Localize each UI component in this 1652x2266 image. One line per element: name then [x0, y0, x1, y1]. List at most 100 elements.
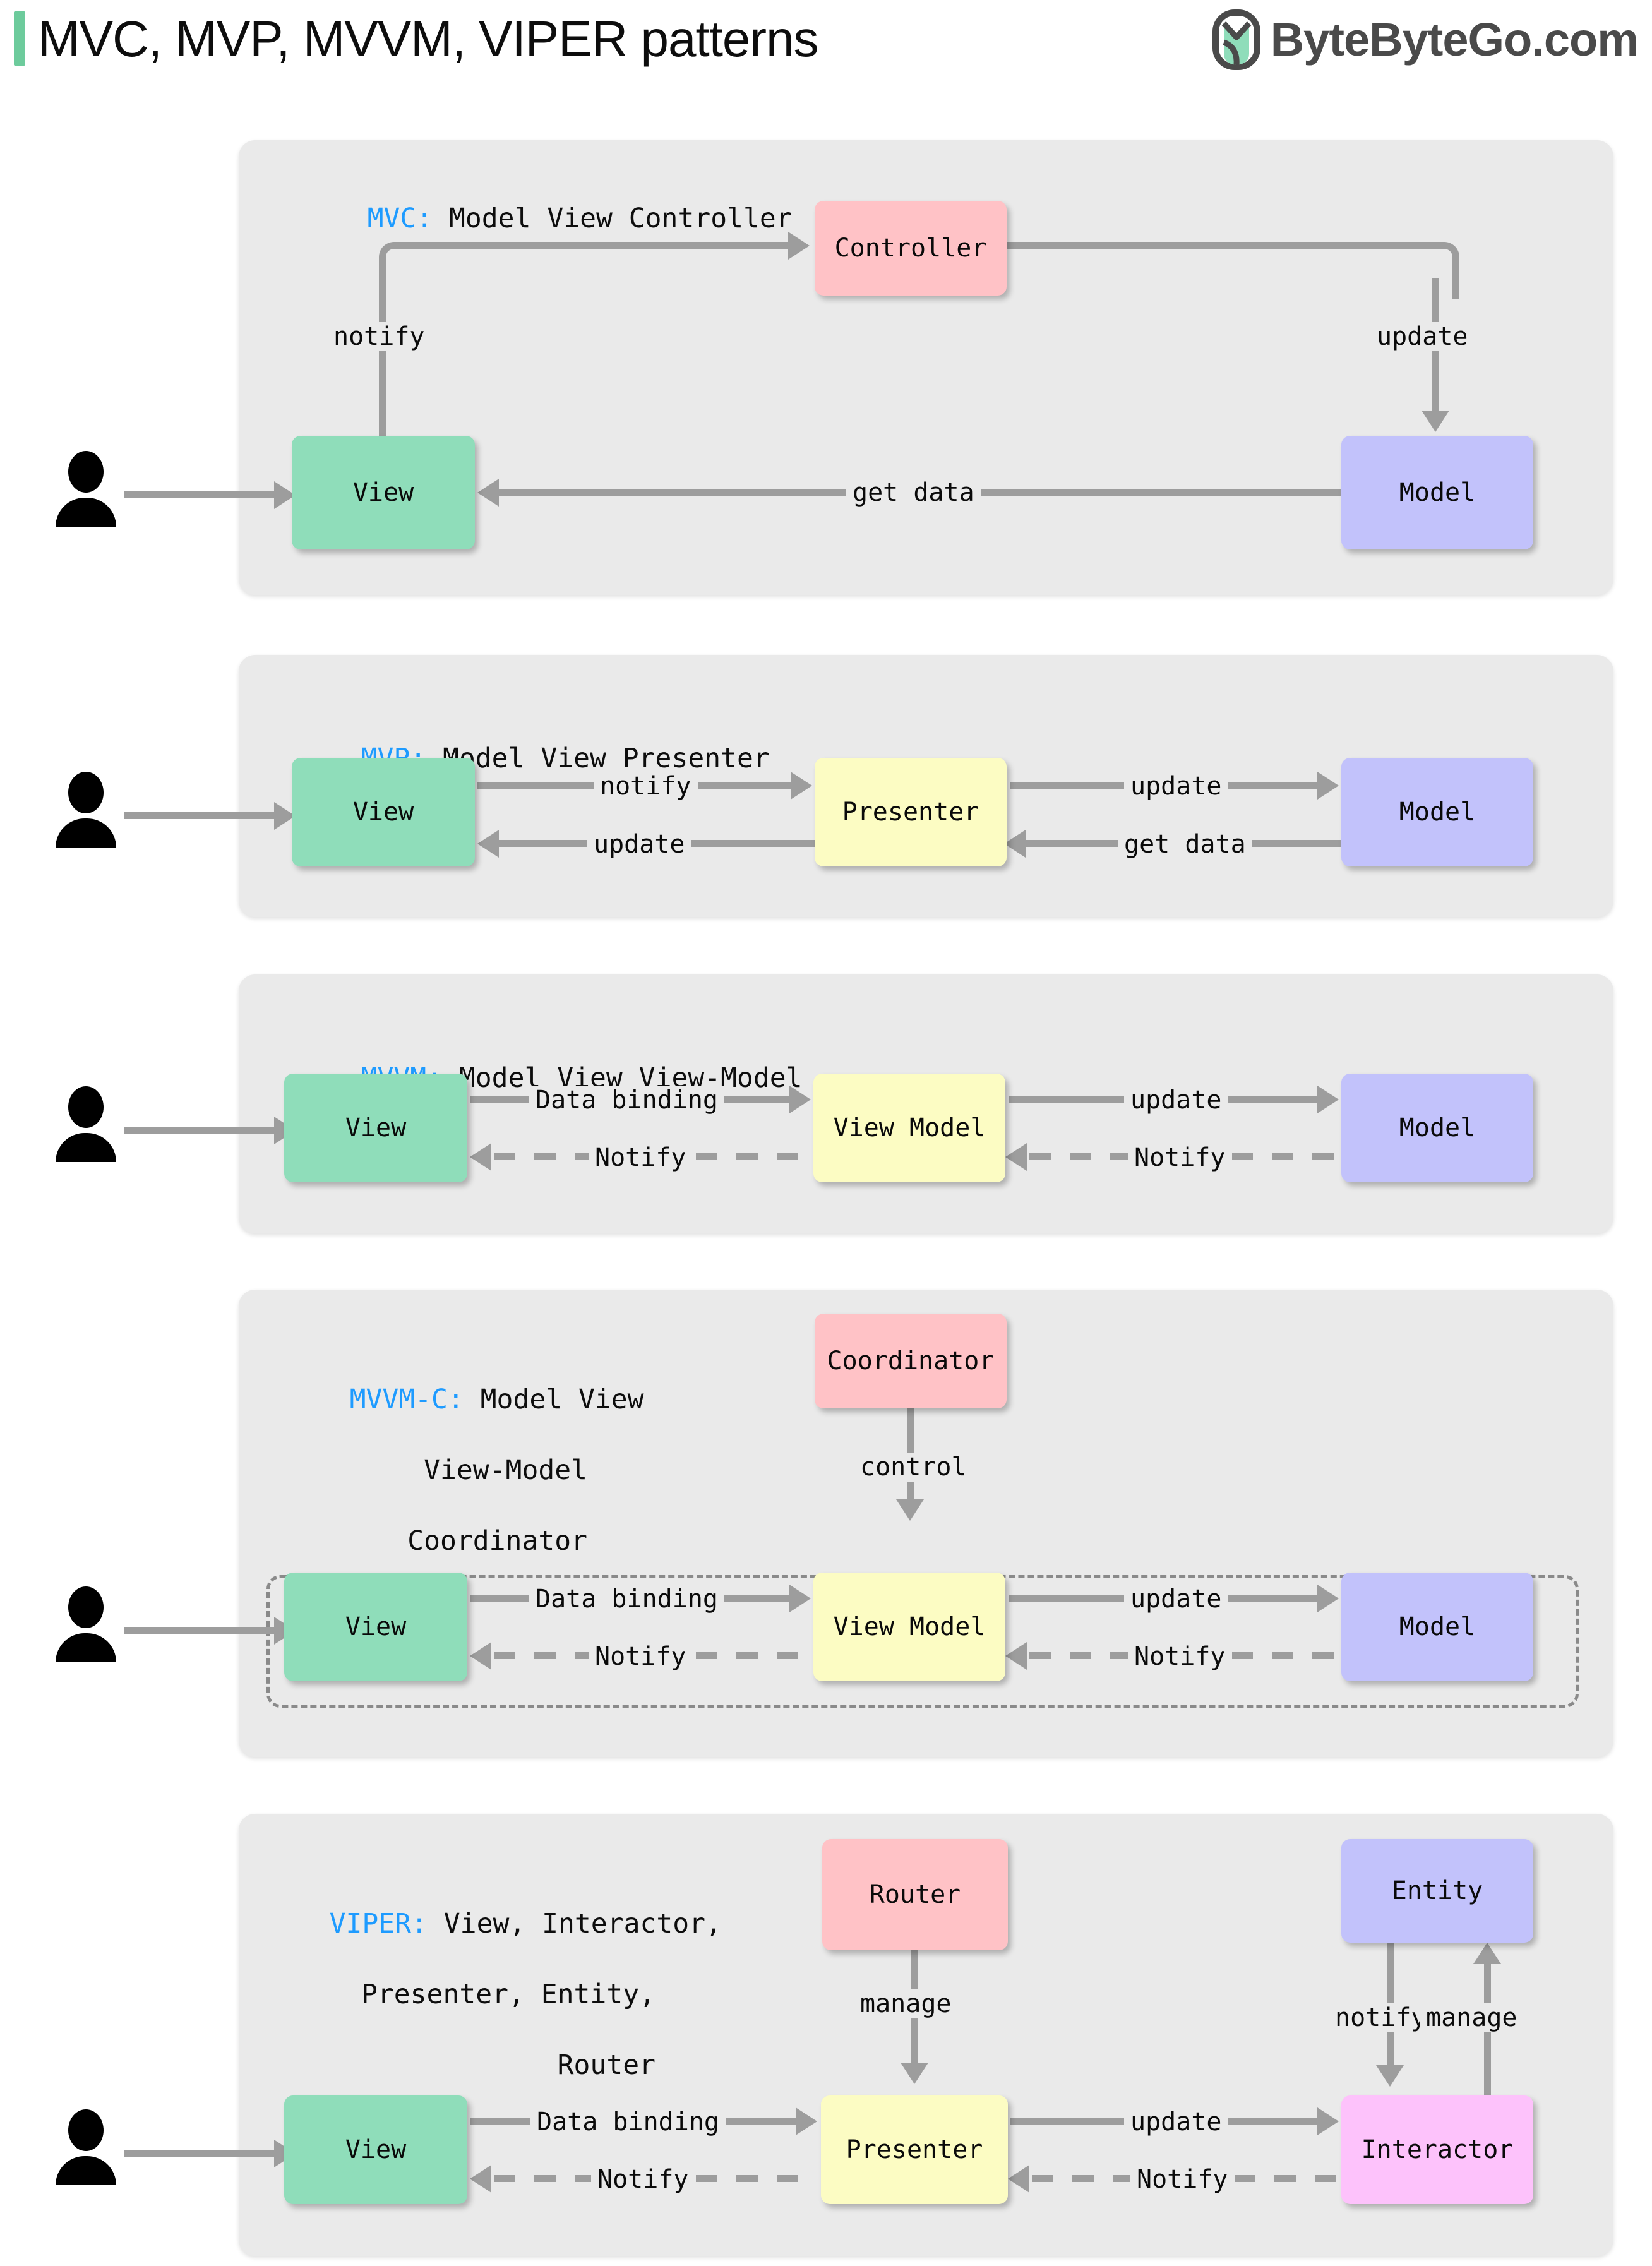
edge-label-update-back-mvp: update [587, 830, 691, 859]
getdata-arrowhead-mvc [477, 479, 499, 507]
update-back-arrowhead-mvp [477, 830, 499, 858]
node-label: Entity [1391, 1876, 1483, 1905]
manage-arrowhead-interactor-viper [1473, 1943, 1501, 1964]
node-presenter-mvp[interactable]: Presenter [815, 758, 1007, 866]
edge-label-notify-mvp: notify [594, 772, 698, 801]
node-viewmodel-mvvm[interactable]: View Model [813, 1074, 1005, 1182]
node-viewmodel-mvvmc[interactable]: View Model [813, 1573, 1005, 1681]
notify-arrowhead-1-viper [470, 2165, 491, 2193]
manage-arrowhead-router-viper [901, 2063, 928, 2084]
edge-label-notify-2-viper: Notify [1130, 2165, 1235, 2194]
node-model-mvvm[interactable]: Model [1341, 1074, 1533, 1182]
databinding-arrowhead-mvvm [789, 1086, 811, 1113]
edge-label-control-mvvmc: control [854, 1453, 973, 1482]
node-label: Model [1399, 1113, 1476, 1142]
user-actor-icon [56, 1086, 116, 1162]
node-label: Model [1399, 798, 1476, 827]
edge-label-notify-1-mvvm: Notify [589, 1143, 693, 1172]
notify-hline-mvc [417, 242, 789, 249]
page-header: MVC, MVP, MVVM, VIPER patterns ByteByteG… [0, 0, 1652, 88]
notify-arrowhead-2-mvvmc [1005, 1642, 1027, 1670]
node-model-mvvmc[interactable]: Model [1341, 1573, 1533, 1681]
edge-label-databinding-viper: Data binding [530, 2107, 726, 2137]
edge-label-notify-mvc: notify [327, 322, 431, 351]
section-expansion-line-3: Coordinator [407, 1525, 587, 1557]
node-presenter-viper[interactable]: Presenter [821, 2095, 1008, 2204]
node-model-mvp[interactable]: Model [1341, 758, 1533, 866]
edge-label-getdata-mvp: get data [1118, 830, 1252, 859]
user-actor-icon [56, 2109, 116, 2185]
node-label: Presenter [846, 2135, 983, 2164]
control-arrowhead-mvvmc [896, 1499, 924, 1521]
node-label: View [345, 2135, 407, 2164]
update-elbow-mvc [1402, 242, 1459, 299]
brand-name: ByteByteGo.com [1270, 13, 1639, 66]
node-label: View [345, 1113, 407, 1142]
node-view-mvp[interactable]: View [292, 758, 475, 866]
actor-to-view-line-mvc [124, 491, 275, 498]
node-interactor-viper[interactable]: Interactor [1341, 2095, 1533, 2204]
node-label: Model [1399, 478, 1476, 507]
notify-arrowhead-mvp [791, 772, 812, 800]
title-accent-bar [14, 11, 25, 66]
edge-label-notify-2-mvvm: Notify [1128, 1143, 1232, 1172]
node-label: View [352, 798, 414, 827]
user-actor-icon [56, 451, 116, 527]
section-key-mvvmc: MVVM-C: [349, 1384, 464, 1415]
section-label-mvvmc: MVVM-C: Model View View-Model Coordinato… [284, 1346, 644, 1594]
node-label: Presenter [842, 798, 979, 827]
user-actor-icon [56, 772, 116, 848]
edge-label-manage-router-viper: manage [854, 1989, 958, 2018]
edge-label-update-mvvmc: update [1124, 1585, 1228, 1614]
node-label: Interactor [1361, 2135, 1514, 2164]
update-arrowhead-mvvm [1317, 1086, 1339, 1113]
node-label: Controller [834, 234, 987, 263]
actor-to-view-line-mvvmc [124, 1627, 275, 1634]
notify-arrowhead-2-mvvm [1005, 1143, 1027, 1171]
page-title: MVC, MVP, MVVM, VIPER patterns [38, 11, 819, 67]
node-router-viper[interactable]: Router [822, 1839, 1008, 1950]
actor-to-view-line-mvp [124, 812, 275, 819]
node-label: View [352, 478, 414, 507]
edge-label-notify-entity-viper: notify [1329, 2003, 1433, 2032]
actor-to-view-line-viper [124, 2150, 275, 2157]
notify-arrowhead-mvc [788, 232, 810, 260]
section-expansion-line-2: Presenter, Entity, [361, 1979, 655, 2010]
node-entity-viper[interactable]: Entity [1341, 1839, 1533, 1943]
node-controller-mvc[interactable]: Controller [815, 201, 1007, 296]
node-view-viper[interactable]: View [284, 2095, 467, 2204]
bytebytego-leaf-logo-icon [1212, 9, 1260, 70]
section-label-viper: VIPER: View, Interactor, Presenter, Enti… [264, 1871, 722, 2118]
notify-arrowhead-entity-viper [1376, 2065, 1404, 2087]
user-actor-icon [56, 1586, 116, 1662]
node-label: Coordinator [827, 1346, 995, 1376]
update-arrowhead-mvc [1422, 411, 1449, 432]
node-view-mvvmc[interactable]: View [284, 1573, 467, 1681]
section-expansion-line-3: Router [557, 2049, 655, 2081]
databinding-arrowhead-viper [796, 2107, 817, 2135]
update-arrowhead-mvvmc [1317, 1585, 1339, 1612]
edge-label-getdata-mvc: get data [846, 478, 981, 507]
edge-label-notify-2-mvvmc: Notify [1128, 1642, 1232, 1671]
notify-elbow-mvc [379, 242, 436, 299]
node-view-mvvm[interactable]: View [284, 1074, 467, 1182]
databinding-arrowhead-mvvmc [789, 1585, 811, 1612]
node-view-mvc[interactable]: View [292, 436, 475, 549]
node-label: View [345, 1612, 407, 1641]
section-expansion-line-1: Model View [480, 1384, 644, 1415]
notify-vline-mvc [379, 278, 386, 437]
node-label: View Model [833, 1612, 986, 1641]
notify-arrowhead-1-mvvm [470, 1143, 491, 1171]
update-arrowhead-mvp [1317, 772, 1339, 800]
edge-label-notify-1-viper: Notify [591, 2165, 695, 2194]
node-label: View Model [833, 1113, 986, 1142]
edge-label-notify-1-mvvmc: Notify [589, 1642, 693, 1671]
section-expansion-mvp: Model View Presenter [443, 743, 770, 774]
edge-label-update-mvp: update [1124, 772, 1228, 801]
node-model-mvc[interactable]: Model [1341, 436, 1533, 549]
node-coordinator-mvvmc[interactable]: Coordinator [815, 1314, 1007, 1408]
edge-label-update-viper: update [1124, 2107, 1228, 2137]
edge-label-databinding-mvvm: Data binding [529, 1086, 724, 1115]
section-expansion-mvc: Model View Controller [449, 203, 793, 234]
actor-to-view-line-mvvm [124, 1127, 275, 1134]
